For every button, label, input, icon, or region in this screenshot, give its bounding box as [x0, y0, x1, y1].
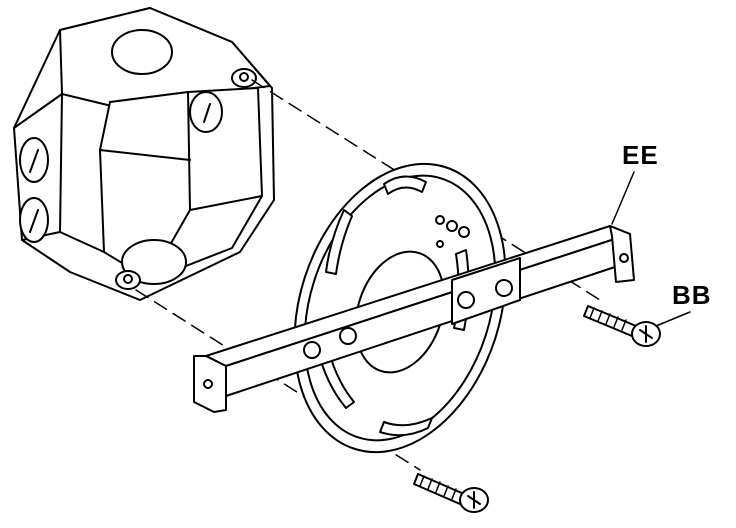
- crossbar-nut-4: [495, 279, 513, 297]
- plate-stud-3: [458, 226, 470, 238]
- plate-slot-left: [325, 209, 353, 275]
- crossbar-tab-left: [193, 355, 227, 413]
- crossbar-tab-left-hole: [203, 379, 213, 389]
- box-ear-top: [231, 68, 257, 88]
- screw-lower: [413, 473, 489, 513]
- knockout-top: [111, 29, 173, 75]
- plate-stud-1: [435, 215, 445, 225]
- knockout-bottom: [121, 239, 187, 285]
- box-ear-top-hole: [239, 72, 249, 82]
- crossbar-tab-right-hole: [619, 253, 629, 263]
- screw-upper-shank: [583, 305, 637, 337]
- plate-slot-bottom: [379, 417, 433, 437]
- junction-box: [13, 7, 275, 301]
- callout-label-ee: EE: [622, 140, 659, 170]
- crossbar: [193, 225, 635, 413]
- leader-line-bb: [655, 311, 691, 327]
- screw-lower-slot: [467, 491, 481, 509]
- leader-line-ee: [611, 171, 635, 225]
- screw-upper-threads: [589, 307, 627, 331]
- box-ear-bottom: [115, 270, 141, 290]
- screw-upper-slot: [639, 325, 653, 343]
- plate-stud-2: [446, 220, 458, 232]
- crossbar-nut-3: [457, 291, 475, 309]
- screws: [413, 305, 661, 513]
- crossbar-nut-1: [303, 341, 321, 359]
- box-slot-marks: [29, 103, 211, 233]
- callout-label-bb: BB: [672, 280, 712, 310]
- plate-stud-4: [436, 240, 444, 248]
- knockout-inner: [189, 91, 223, 133]
- junction-box-opening: [99, 87, 263, 281]
- alignment-line-bottom: [135, 289, 421, 471]
- leader-lines: [611, 171, 691, 327]
- plate-slot-top: [383, 175, 427, 195]
- box-ear-bottom-hole: [123, 274, 133, 284]
- plate-rim: [303, 174, 497, 442]
- screw-lower-threads: [419, 475, 457, 500]
- crossbar-nut-2: [339, 327, 357, 345]
- screw-upper: [583, 305, 661, 347]
